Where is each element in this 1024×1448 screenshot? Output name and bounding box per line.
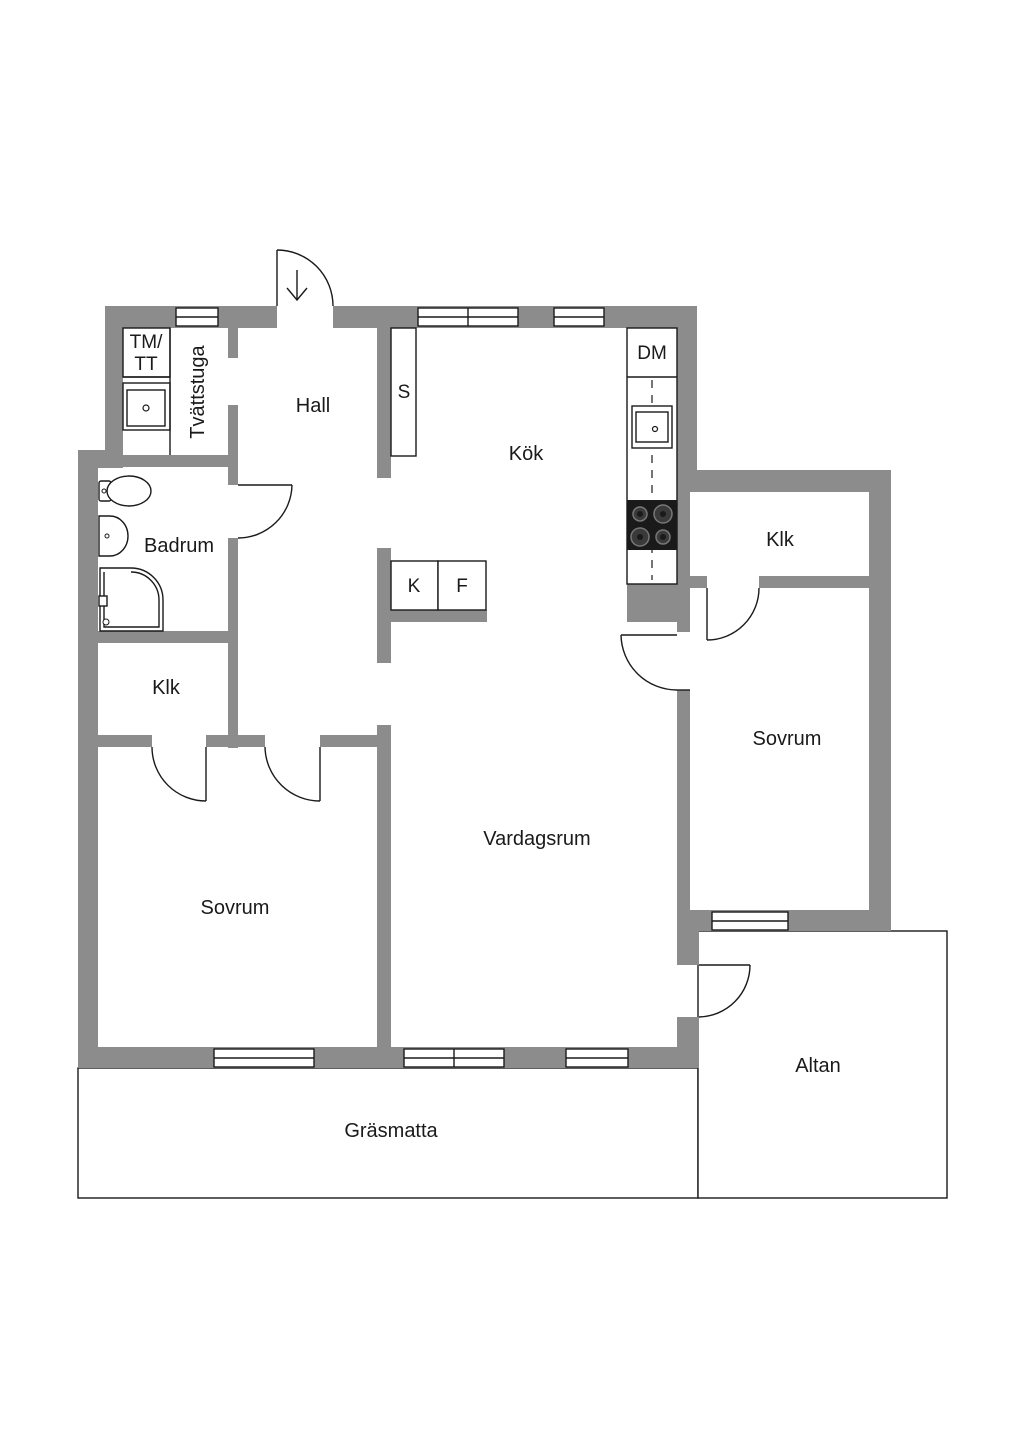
- freezer-box: [437, 560, 487, 611]
- laundry-label: Tvättstuga: [187, 344, 209, 438]
- hall-label: Hall: [296, 395, 330, 417]
- wardrobe-label: S: [398, 382, 411, 403]
- washer-dryer-label-2: TT: [134, 354, 158, 375]
- patio-label: Altan: [795, 1055, 841, 1077]
- wardrobe-box: [390, 327, 417, 457]
- lawn-area: [77, 1067, 699, 1199]
- closet-right-label: Klk: [766, 529, 795, 551]
- kitchen-label: Kök: [509, 443, 544, 465]
- bathroom-label: Badrum: [144, 535, 214, 557]
- fixture-labels: TM/ TT S DM K F: [130, 332, 667, 597]
- closet-left-label: Klk: [152, 677, 181, 699]
- patio-area: [697, 930, 948, 1199]
- fridge-label: K: [408, 576, 421, 597]
- doors: [151, 249, 760, 1018]
- toilet-icon: [98, 475, 152, 507]
- living-room-label: Vardagsrum: [483, 828, 590, 850]
- fixtures: [98, 327, 678, 632]
- room-labels: Hall Kök Tvättstuga Badrum Klk Klk Sovru…: [144, 344, 841, 1142]
- bedroom-right-label: Sovrum: [753, 728, 822, 750]
- freezer-label: F: [456, 576, 468, 597]
- shower-icon: [98, 567, 164, 632]
- fridge-box: [390, 560, 439, 611]
- laundry-sink-icon: [142, 404, 150, 412]
- bedroom-left-label: Sovrum: [201, 897, 270, 919]
- washer-dryer-box: [122, 327, 171, 378]
- washbasin-icon: [98, 515, 129, 557]
- washer-dryer-label-1: TM/: [130, 332, 163, 353]
- lawn-label: Gräsmatta: [344, 1120, 438, 1142]
- windows: [175, 307, 789, 1068]
- dishwasher-label: DM: [637, 343, 667, 364]
